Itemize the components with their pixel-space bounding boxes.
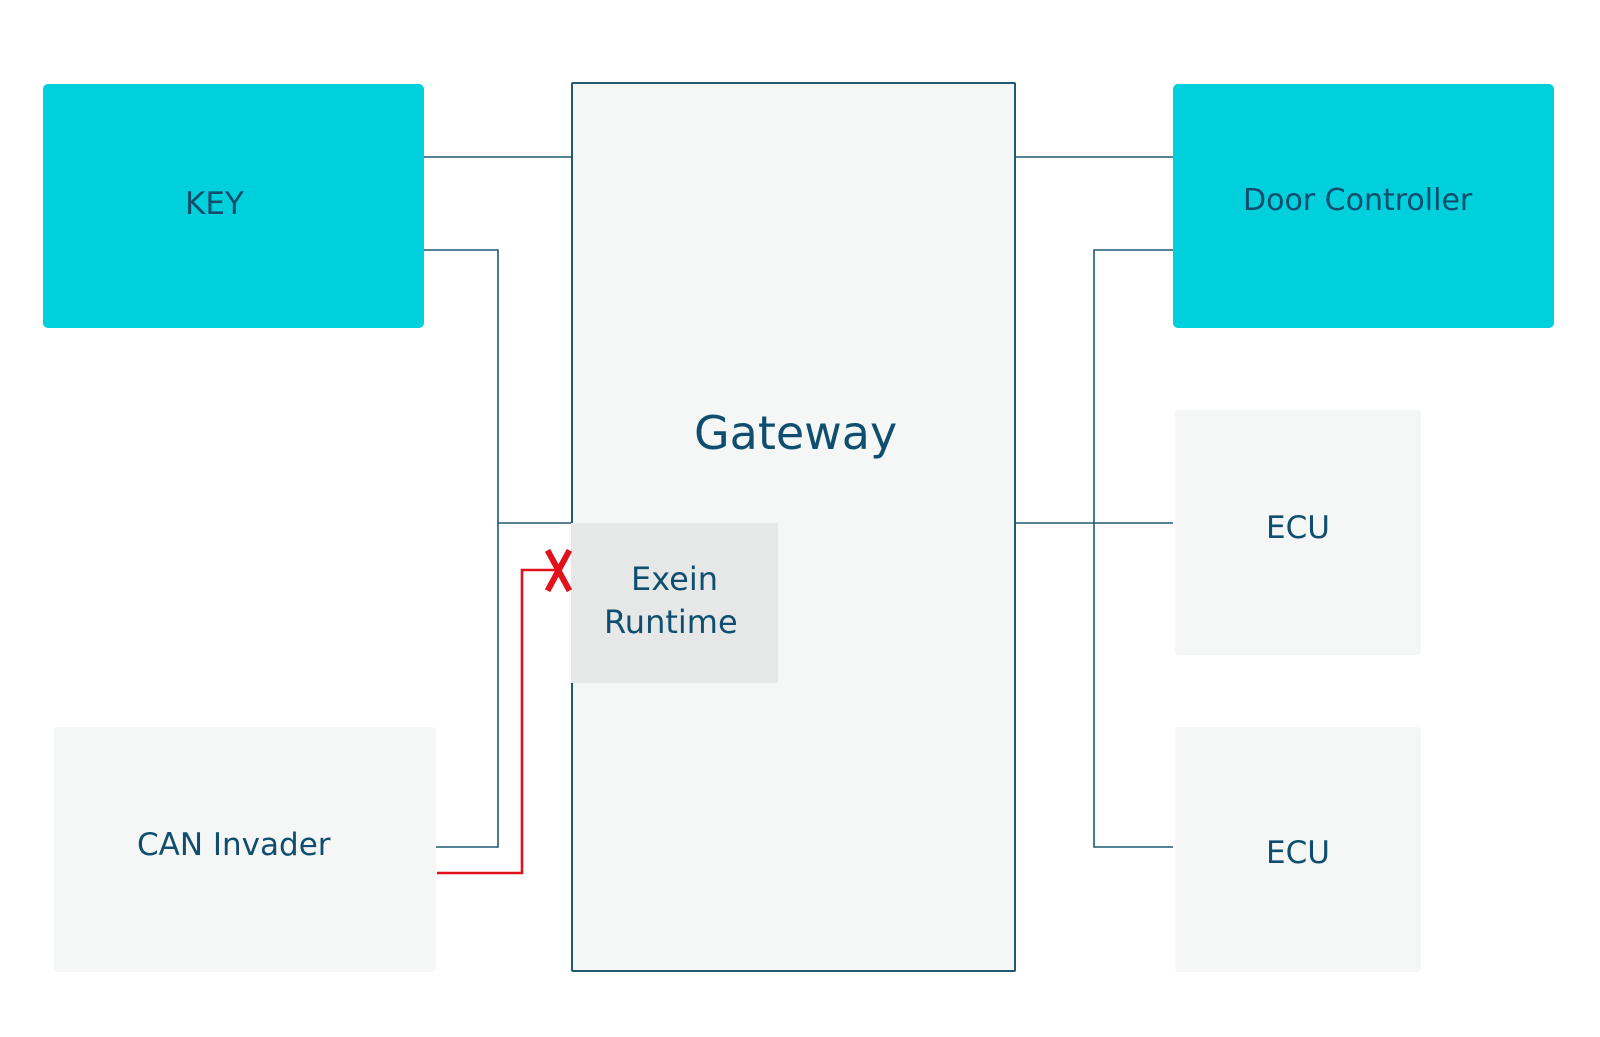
wire-door-bus [1093,249,1173,848]
exein-runtime-label-line1: Exein [631,560,719,598]
exein-runtime-node [571,523,778,683]
ecu-top-label: ECU [1266,510,1330,546]
ecu-bottom-node [1175,727,1421,972]
wire-invader-bus [435,523,499,848]
ecu-top-node [1175,410,1421,655]
attack-wire [437,568,558,875]
wire-key-runtime [424,249,571,524]
ecu-bottom-label: ECU [1266,835,1330,871]
door-controller-node [1173,84,1554,328]
door-controller-label: Door Controller [1243,183,1473,218]
gateway-label: Gateway [694,406,898,460]
key-node [43,84,424,328]
can-invader-label: CAN Invader [137,827,331,863]
key-label: KEY [185,186,244,222]
can-invader-node [54,727,436,972]
exein-runtime-label-line2: Runtime [604,603,738,641]
